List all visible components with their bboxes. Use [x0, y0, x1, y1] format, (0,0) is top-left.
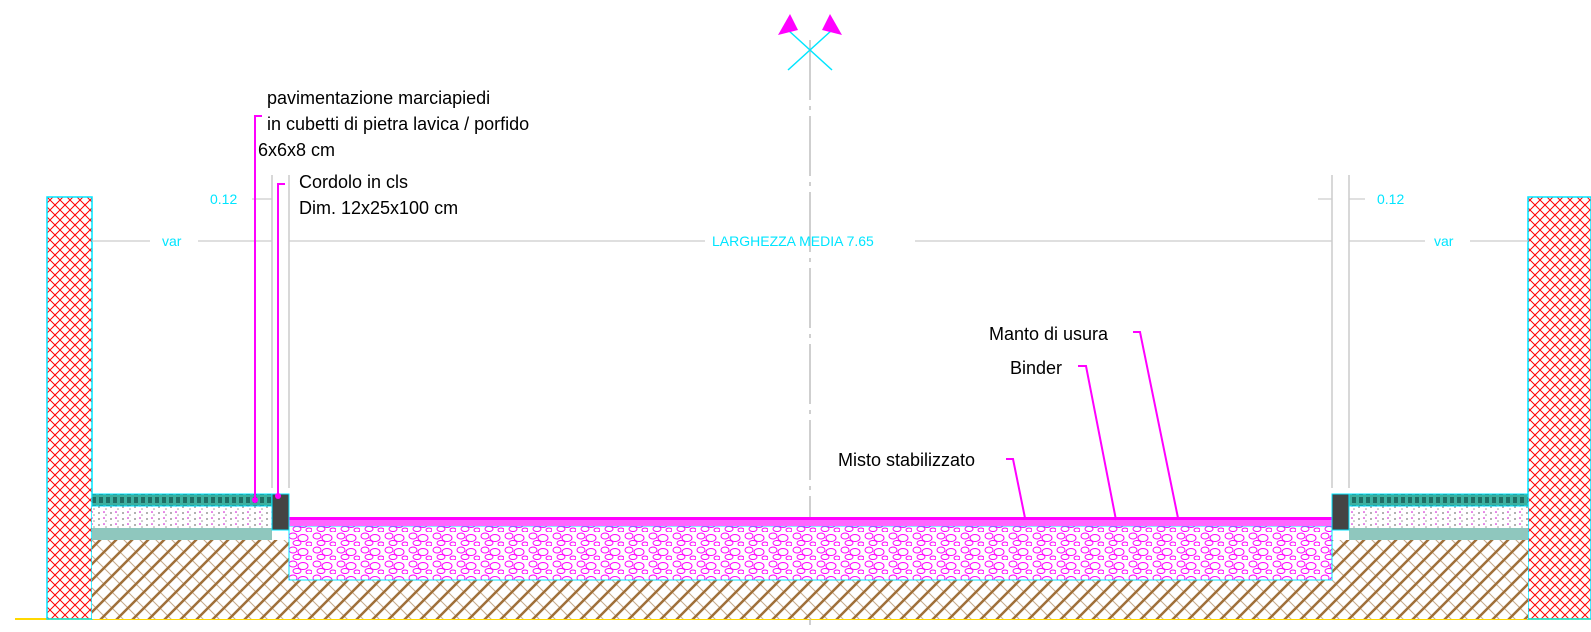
dimension-extension-lines — [271, 175, 1350, 488]
leader-dot-curb — [275, 493, 281, 499]
left-sidewalk-cubes — [91, 493, 273, 507]
right-curb — [1331, 493, 1350, 531]
right-sidewalk-cubes — [1348, 493, 1529, 507]
left-sidewalk-bedding — [92, 506, 272, 528]
base-layer-misto-stabilizzato — [288, 525, 1333, 581]
label-paving-line2: in cubetti di pietra lavica / porfido — [267, 114, 529, 134]
dim-curb-right: 0.12 — [1377, 191, 1404, 207]
label-binder: Binder — [1010, 358, 1062, 378]
label-paving-line1: pavimentazione marciapiedi — [267, 88, 490, 108]
label-paving-line3: 6x6x8 cm — [258, 140, 335, 160]
centerline-flag-icon — [778, 14, 842, 71]
label-curb-line2: Dim. 12x25x100 cm — [299, 198, 458, 218]
dim-side-left: var — [162, 233, 182, 249]
dim-road-width: LARGHEZZA MEDIA 7.65 — [712, 233, 874, 249]
dim-curb-left: 0.12 — [210, 191, 237, 207]
wear-layer — [289, 517, 1332, 520]
right-sidewalk-bedding — [1349, 506, 1528, 528]
dim-side-right: var — [1434, 233, 1454, 249]
label-curb-line1: Cordolo in cls — [299, 172, 408, 192]
right-sidewalk-concrete — [1349, 528, 1528, 540]
left-curb — [271, 493, 290, 531]
label-base: Misto stabilizzato — [838, 450, 975, 470]
right-wall — [1527, 196, 1591, 620]
binder-layer — [289, 520, 1332, 526]
left-wall — [46, 196, 93, 620]
label-wear-layer: Manto di usura — [989, 324, 1109, 344]
dimension-lines — [92, 198, 1528, 242]
left-sidewalk-concrete — [92, 528, 272, 540]
leader-lines — [254, 115, 1179, 521]
leader-dot-paving — [252, 497, 258, 503]
